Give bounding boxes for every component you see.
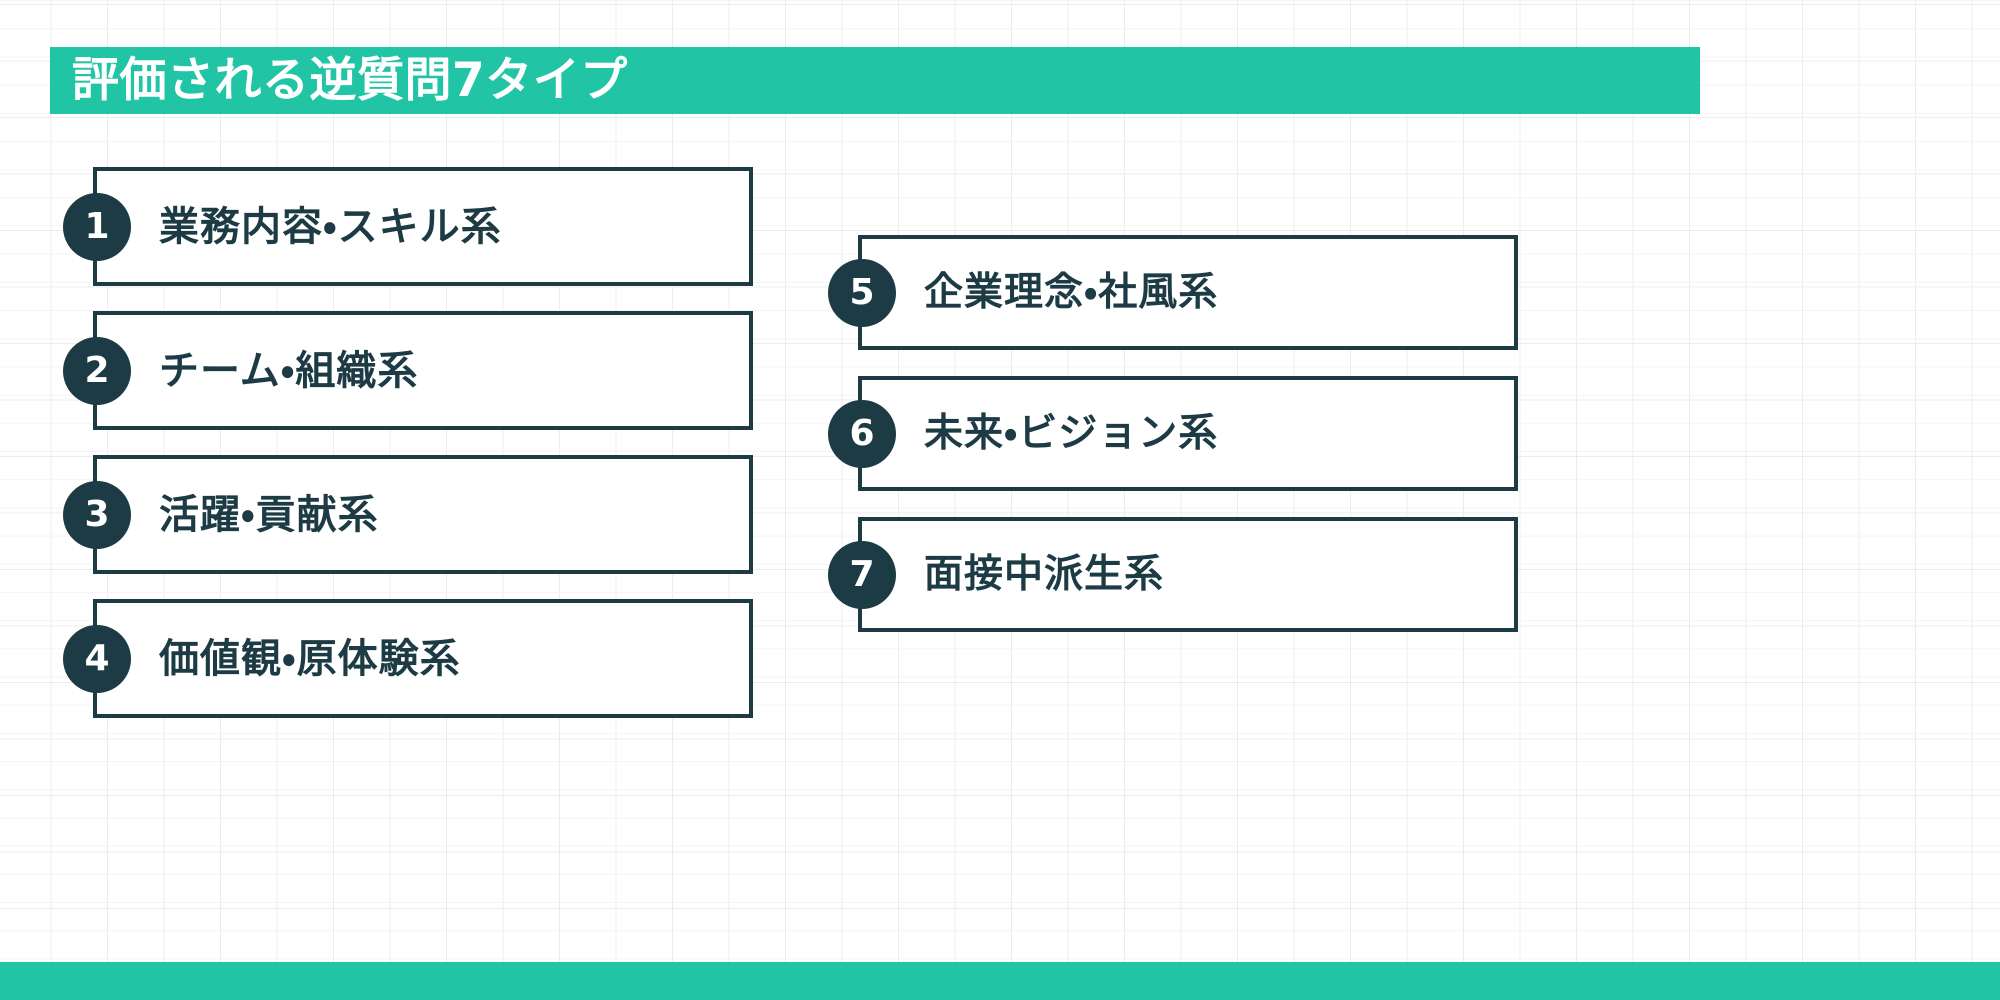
footer-band (0, 962, 2000, 1000)
list-item-3[interactable]: 3 活躍・貢献系 (63, 455, 753, 574)
list-item-7[interactable]: 7 面接中派生系 (828, 517, 1518, 632)
item-label: 業務内容・スキル系 (159, 203, 502, 250)
left-column: 1 業務内容・スキル系 2 チーム・組織系 3 活躍・貢献系 4 価値観・原体験… (63, 167, 753, 743)
list-item-4[interactable]: 4 価値観・原体験系 (63, 599, 753, 718)
item-label: チーム・組織系 (159, 347, 419, 394)
list-item-5[interactable]: 5 企業理念・社風系 (828, 235, 1518, 350)
right-column: 5 企業理念・社風系 6 未来・ビジョン系 7 面接中派生系 (828, 235, 1518, 658)
item-label: 面接中派生系 (924, 552, 1165, 597)
item-number-badge: 3 (63, 480, 131, 549)
item-number-badge: 2 (63, 336, 131, 405)
list-item-1[interactable]: 1 業務内容・スキル系 (63, 167, 753, 286)
list-item-2[interactable]: 2 チーム・組織系 (63, 311, 753, 430)
title-band: 評価される逆質問7タイプ (50, 47, 1700, 114)
item-number-badge: 6 (828, 399, 896, 468)
item-label: 企業理念・社風系 (924, 270, 1219, 315)
item-label: 未来・ビジョン系 (924, 411, 1219, 456)
item-number-badge: 4 (63, 624, 131, 693)
list-item-6[interactable]: 6 未来・ビジョン系 (828, 376, 1518, 491)
item-label: 価値観・原体験系 (159, 635, 461, 682)
item-number-badge: 5 (828, 258, 896, 327)
page-title: 評価される逆質問7タイプ (72, 53, 628, 108)
item-number-badge: 7 (828, 540, 896, 609)
item-number-badge: 1 (63, 192, 131, 261)
item-label: 活躍・貢献系 (159, 491, 379, 538)
